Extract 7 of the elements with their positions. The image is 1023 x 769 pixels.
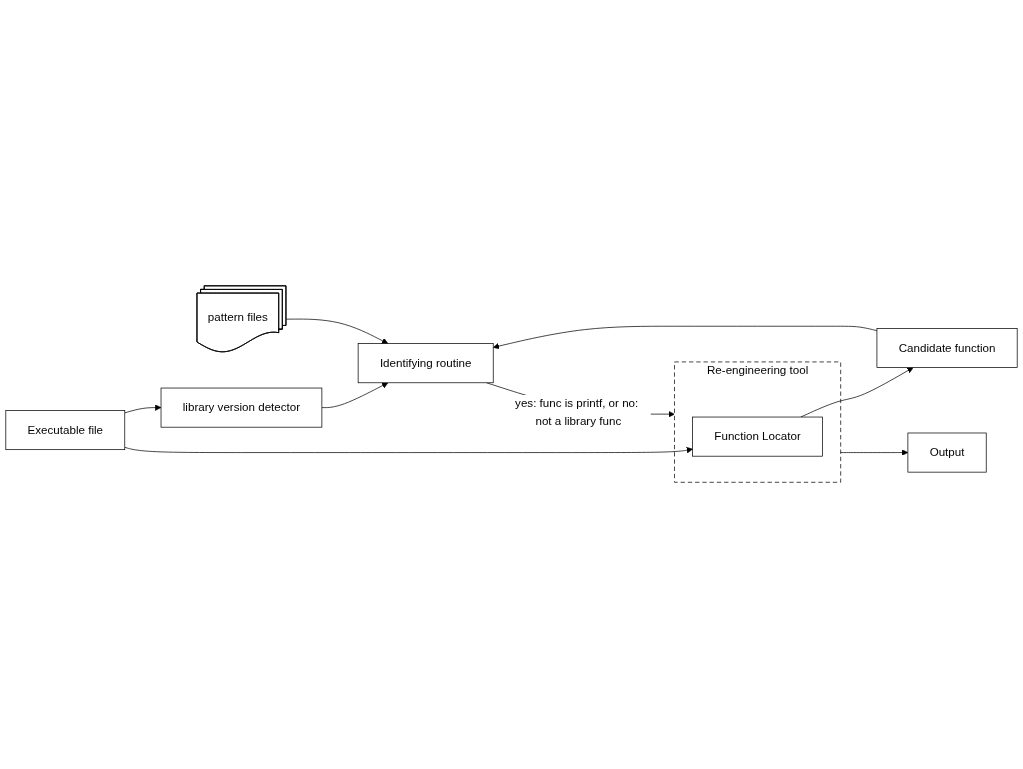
node-box: Candidate function xyxy=(876,328,1018,369)
node-box: Executable file xyxy=(5,410,126,451)
edge-label: yes: func is printf, or no: not a library func xyxy=(515,397,639,428)
node-box: Function Locator xyxy=(692,417,823,457)
node-box: library version detector xyxy=(160,388,323,428)
node-box: Output xyxy=(907,433,987,473)
node-box: Identifying routine xyxy=(357,343,494,384)
